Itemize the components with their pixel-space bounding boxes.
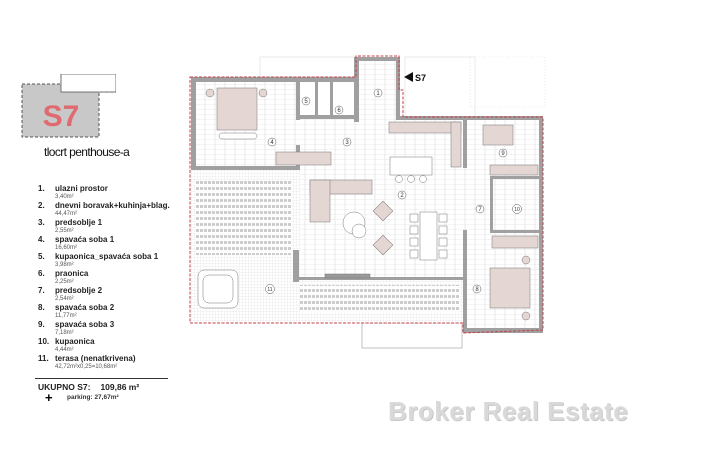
unit-boundary	[189, 55, 544, 334]
legend-room-name: spavaća soba 2	[55, 303, 115, 312]
svg-text:9: 9	[501, 151, 505, 157]
legend-number: 1.	[38, 184, 45, 193]
legend-number: 6.	[38, 269, 45, 278]
dining-table	[419, 211, 438, 261]
wardrobe-room4	[275, 151, 332, 166]
room-label-7: 7	[475, 204, 485, 214]
watermark: Broker Real Estate	[388, 396, 629, 426]
legend-number: 7.	[38, 286, 45, 295]
svg-text:S7: S7	[415, 73, 426, 83]
legend-number: 2.	[38, 201, 45, 210]
legend-room-name: spavaća soba 3	[55, 320, 115, 329]
legend-number: 9.	[38, 320, 45, 329]
legend-room-name: predsoblje 2	[55, 286, 103, 295]
legend-number: 5.	[38, 252, 45, 261]
legend-item: 2. dnevni boravak+kuhinja+blag.44,47m²	[38, 201, 188, 218]
legend-divider	[35, 378, 168, 379]
legend-room-area: 3,40m²	[55, 194, 74, 200]
furniture	[197, 87, 539, 321]
room-labels: 1 2 3 4 5 6 7 8 9 10 11	[265, 88, 522, 294]
legend-room-area: 7,18m²	[55, 330, 74, 336]
legend-number: 10.	[38, 337, 50, 346]
total-value: 109,86 m²	[100, 382, 140, 392]
room-label-10: 10	[512, 204, 522, 214]
plus-icon: +	[45, 390, 53, 405]
plan-subtitle: tlocrt penthouse-a	[44, 145, 130, 159]
legend-room-name: kupaonica	[55, 337, 95, 346]
arrow-left-icon	[404, 72, 413, 82]
kitchen-island	[389, 156, 433, 176]
legend-room-area: 2,25m²	[55, 279, 74, 285]
room-label-2: 2	[397, 190, 407, 200]
room-label-4: 4	[267, 137, 277, 147]
legend-item: 11. terasa (nenatkrivena)42,72m²x0,25=10,…	[38, 354, 188, 371]
room-label-11: 11	[265, 284, 275, 294]
total-label: UKUPNO S7:	[38, 382, 91, 392]
legend-room-name: kupaonica_spavaća soba 1	[55, 252, 159, 261]
total-area: UKUPNO S7: 109,86 m²	[38, 382, 139, 392]
legend-number: 8.	[38, 303, 45, 312]
key-plan: S7	[21, 74, 116, 138]
room-label-9: 9	[498, 148, 508, 158]
legend-number: 11.	[38, 354, 49, 363]
legend-room-area: 11,77m²	[55, 313, 77, 319]
legend-number: 3.	[38, 218, 45, 227]
bed-room4	[216, 87, 258, 131]
svg-text:10: 10	[514, 207, 520, 213]
legend-room-name: spavaća soba 1	[55, 235, 115, 244]
svg-text:3: 3	[345, 140, 349, 146]
unit-code: S7	[43, 100, 80, 133]
legend-room-name: dnevni boravak+kuhinja+blag.	[55, 201, 170, 210]
room-label-8: 8	[472, 284, 482, 294]
legend-room-area: 44,47m²	[55, 211, 78, 217]
legend-room-area: 2,54m²	[55, 296, 74, 302]
svg-text:11: 11	[267, 287, 272, 293]
svg-text:5: 5	[304, 99, 308, 105]
room-label-3: 3	[342, 137, 352, 147]
legend-number: 4.	[38, 235, 45, 244]
room-label-5: 5	[301, 96, 311, 106]
svg-text:2: 2	[400, 193, 404, 199]
svg-text:6: 6	[337, 108, 341, 114]
walls	[191, 57, 543, 333]
legend-room-area: 3,98m²	[55, 262, 74, 268]
room-label-1: 1	[373, 88, 383, 98]
entry-marker: S7	[404, 72, 426, 83]
legend-room-name: praonica	[55, 269, 89, 278]
legend-room-name: predsoblje 1	[55, 218, 103, 227]
legend-room-name: ulazni prostor	[55, 184, 108, 193]
legend-room-area: 4,44m²	[55, 347, 74, 353]
legend-room-area: 16,60m²	[55, 245, 78, 251]
svg-text:4: 4	[270, 140, 274, 146]
room-label-6: 6	[334, 105, 344, 115]
kitchen-counter	[388, 121, 462, 134]
legend-room-area: 42,72m²x0,25=10,68m²	[55, 364, 118, 370]
bed-room9	[482, 124, 514, 146]
parking-area: parking: 27,67m²	[67, 394, 119, 401]
svg-text:8: 8	[475, 287, 479, 293]
legend-room-name: terasa (nenatkrivena)	[55, 354, 136, 363]
svg-text:7: 7	[478, 207, 482, 213]
svg-text:1: 1	[376, 91, 380, 97]
bed-room8	[489, 267, 531, 309]
legend-room-area: 2,55m²	[55, 228, 74, 234]
